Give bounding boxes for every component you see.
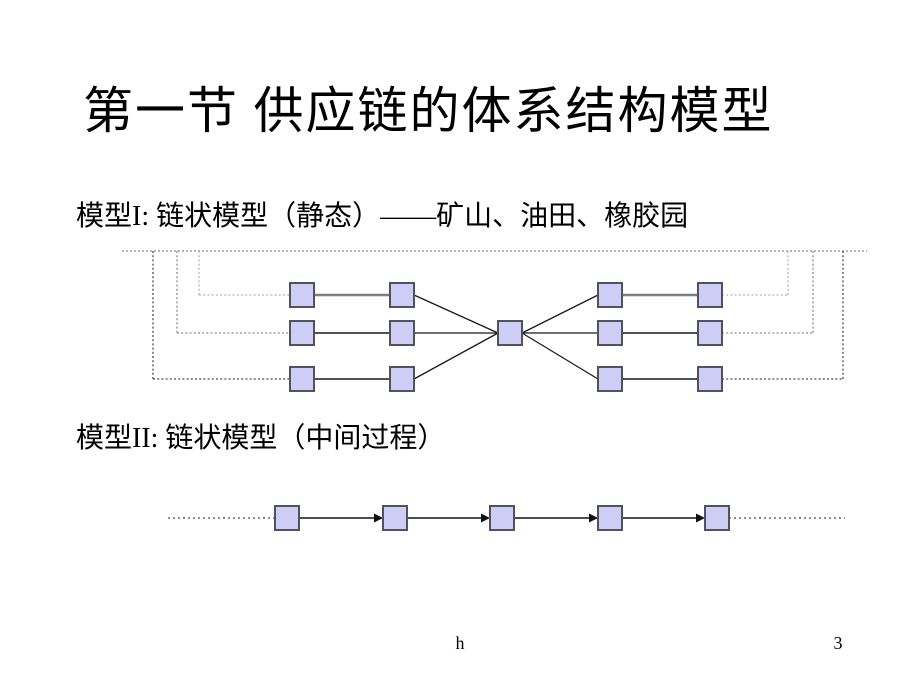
chain-node-1 [274, 505, 300, 531]
chain-arrow-4-head [696, 513, 705, 523]
slide-title: 第一节 供应链的体系结构模型 [83, 83, 774, 139]
row3-node-2 [389, 366, 415, 392]
row1-diverge-line [521, 294, 599, 334]
row3-diverge-line [521, 332, 599, 380]
row1-node-4 [697, 282, 723, 308]
footer-page-number: 3 [833, 633, 843, 653]
chain-node-3 [489, 505, 515, 531]
chain-node-5 [704, 505, 730, 531]
row3-node-4 [697, 366, 723, 392]
row1-converge-line [413, 294, 499, 334]
row1-node-2 [389, 282, 415, 308]
chain-node-2 [382, 505, 408, 531]
chain-arrow-3-head [589, 513, 598, 523]
row3-node-3 [597, 366, 623, 392]
row1-node-1 [289, 282, 315, 308]
core-node [497, 320, 523, 346]
row3-converge-line [413, 332, 499, 380]
chain-arrow-2-head [481, 513, 490, 523]
chain-node-4 [597, 505, 623, 531]
chain-arrow-1-head [374, 513, 383, 523]
row2-node-3 [597, 320, 623, 346]
row2-node-4 [697, 320, 723, 346]
footer-text: h [455, 633, 465, 653]
row2-node-1 [289, 320, 315, 346]
row3-node-1 [289, 366, 315, 392]
row1-node-3 [597, 282, 623, 308]
model2-label: 模型II: 链状模型（中间过程） [76, 423, 446, 454]
row2-node-2 [389, 320, 415, 346]
model1-label: 模型I: 链状模型（静态）——矿山、油田、橡胶园 [76, 201, 689, 232]
